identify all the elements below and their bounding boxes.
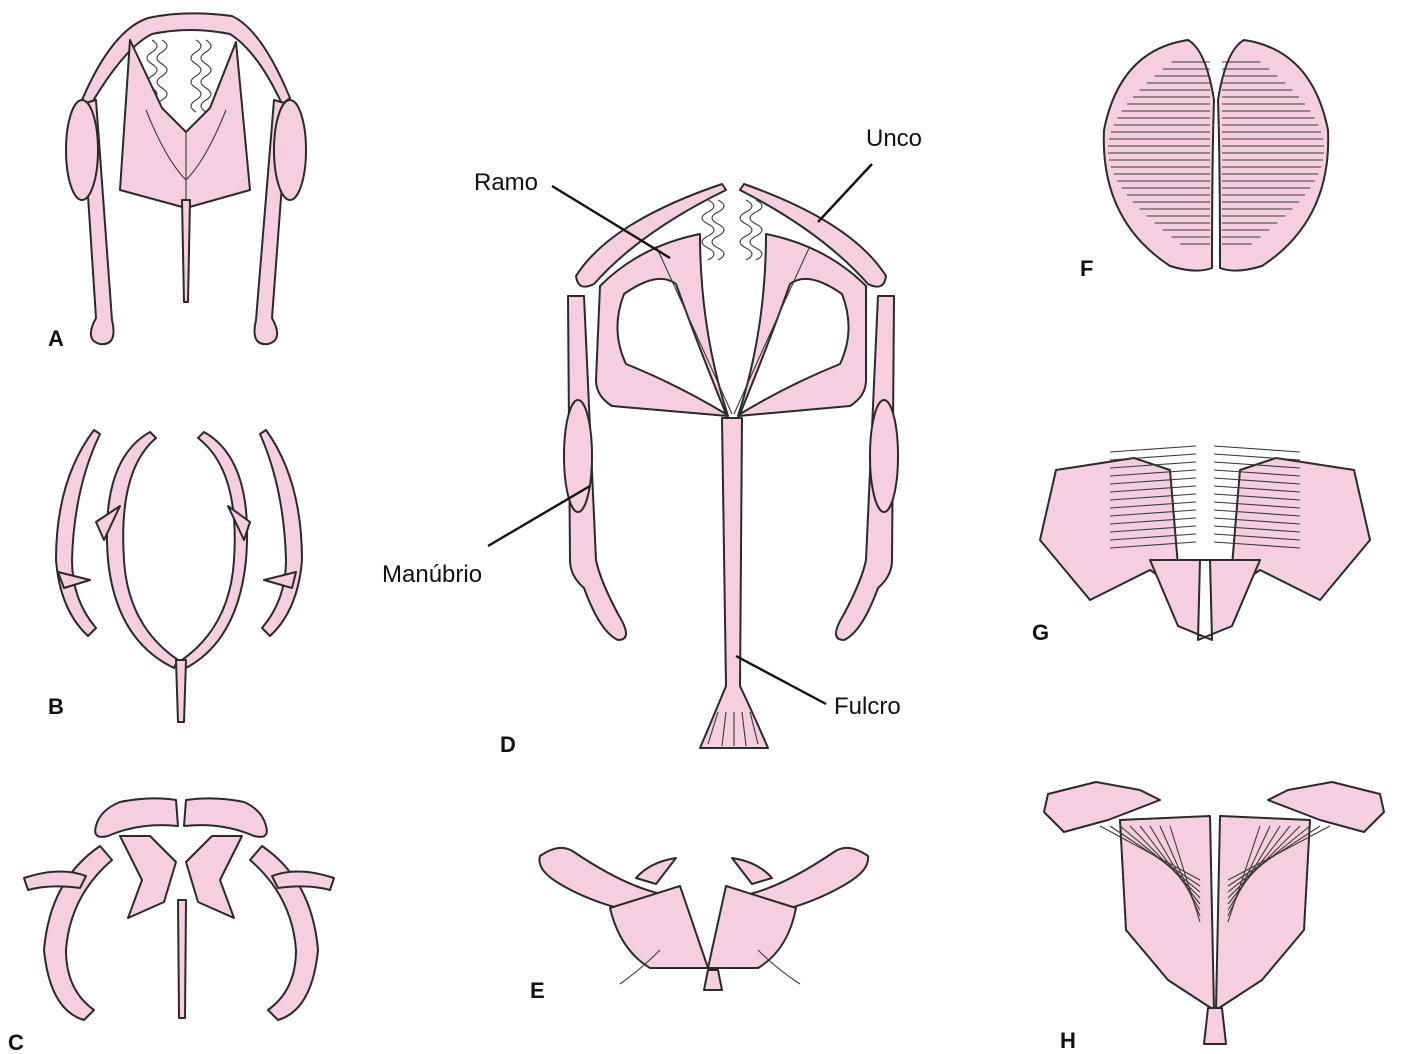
callout-ramo: Ramo	[474, 169, 538, 196]
striation-line	[1214, 446, 1300, 452]
panel-label-d: D	[500, 732, 516, 757]
figure-b	[56, 430, 302, 722]
striation-line	[1110, 454, 1196, 460]
figure-a	[66, 13, 306, 344]
figure-g	[1040, 446, 1370, 640]
figure-f	[1104, 40, 1328, 271]
figure-d	[488, 164, 898, 748]
panel-label-c: C	[8, 1030, 24, 1054]
panel-label-e: E	[530, 978, 545, 1003]
figure-h	[1044, 782, 1384, 1044]
striation-line	[1110, 446, 1196, 452]
panel-label-f: F	[1080, 256, 1093, 281]
panel-label-a: A	[48, 326, 64, 351]
leader-fulcro	[736, 656, 826, 704]
leader-unco	[818, 164, 872, 222]
panel-label-b: B	[48, 694, 64, 719]
figure-c	[24, 798, 334, 1020]
callout-manubrio: Manúbrio	[382, 561, 482, 588]
callout-unco: Unco	[866, 125, 922, 152]
fulcrum	[700, 418, 768, 748]
striation-line	[1214, 454, 1300, 460]
panel-label-g: G	[1032, 620, 1049, 645]
figure-e	[539, 848, 868, 990]
panel-label-h: H	[1060, 1028, 1076, 1053]
callout-fulcro: Fulcro	[834, 693, 901, 720]
